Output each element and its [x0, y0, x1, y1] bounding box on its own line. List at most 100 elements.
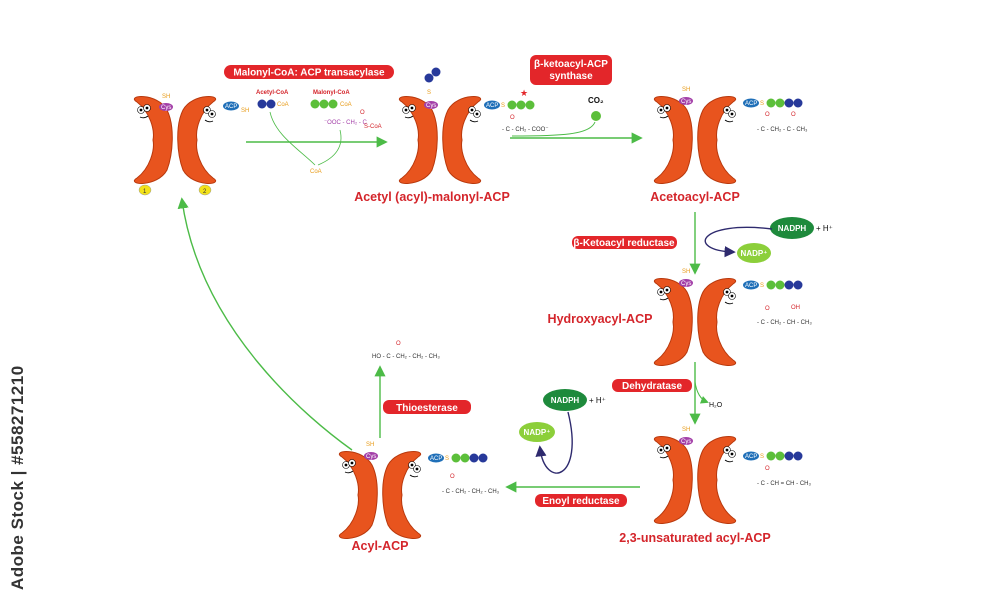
malonyl-coa-label: Malonyl-CoA [313, 90, 350, 96]
s-label: S [445, 456, 449, 462]
acetyl-bead [266, 99, 276, 109]
thioesterase-label: Thioesterase [396, 403, 458, 414]
unsaturated-complex: SH Cys ACP S O - C - CH = CH - CH₃ [653, 427, 811, 524]
unsaturated-acyl-acp-label: 2,3-unsaturated acyl-ACP [619, 531, 770, 545]
acetoacyl-acp-label: Acetoacyl-ACP [650, 190, 740, 204]
acp-badge [743, 451, 759, 461]
oxygen-label: O [396, 341, 401, 347]
acp-badge [428, 453, 444, 463]
free-enzyme-complex: SH Cys ACP SH 1 2 [133, 94, 249, 196]
unsaturated-formula: - C - CH = CH - CH₃ [757, 481, 811, 487]
acp-label: ACP [745, 283, 757, 289]
acyl-complex: SH Cys ACP S O - C - CH₂ - CH₂ - CH₃ [338, 442, 500, 539]
cys-label: Cys [681, 281, 691, 287]
thioesterase-badge [383, 400, 471, 414]
acp-badge [484, 100, 500, 110]
malonyl-bead [525, 100, 535, 110]
water-release-arrow [694, 381, 709, 404]
malonyl-bead [516, 100, 526, 110]
reductase-badge [572, 236, 677, 249]
coa-release-curve [317, 129, 342, 166]
acetyl-coa-label: Acetyl-CoA [256, 90, 289, 96]
site-2-marker [198, 184, 212, 196]
site-1-label: 1 [143, 189, 147, 195]
chain-bead-blue [784, 98, 794, 108]
acp-label: ACP [486, 103, 498, 109]
chain-bead-green [775, 280, 785, 290]
synthase-label-line2: synthase [549, 71, 593, 82]
chain-bead-green [451, 453, 461, 463]
site-2-label: 2 [203, 189, 207, 195]
oxygen-label: O [791, 112, 796, 118]
acetoacyl-complex: SH Cys ACP S O O - C - CH₂ - C - CH₃ [653, 87, 808, 184]
synthase-badge [530, 55, 612, 85]
chain-bead-green [766, 451, 776, 461]
synthase-step: β-ketoacyl-ACP synthase CO₂ [510, 55, 643, 144]
butyrate-formula: HO - C - CH₂ - CH₂ - CH₃ [372, 354, 440, 360]
transacylase-badge [224, 65, 394, 79]
acp-label: ACP [745, 454, 757, 460]
watermark: Adobe Stock | #558271210 [8, 365, 27, 590]
oxygen-label: O [765, 466, 770, 472]
nadp-label: NADP⁺ [524, 428, 551, 437]
sh-label: SH [366, 442, 374, 448]
sh-label: SH [682, 269, 690, 275]
h-plus-label: + H⁺ [589, 396, 606, 405]
reductase-label: β-Ketoacyl reductase [573, 238, 675, 249]
dehydratase-step: Dehydratase H₂O [612, 362, 723, 425]
acp-label: ACP [225, 104, 237, 110]
coa-release-curve [269, 111, 316, 166]
acetyl-bead [424, 73, 434, 83]
h-plus-label: + H⁺ [816, 224, 833, 233]
nadph-to-nadp-arrow [535, 411, 573, 474]
chain-bead-green [460, 453, 470, 463]
sh-label-acp: SH [241, 108, 249, 114]
dehydratase-badge [612, 379, 692, 392]
ketoacyl-reductase-step: NADPH + H⁺ NADP⁺ β-Ketoacyl reductase [572, 212, 833, 275]
cys-badge [679, 97, 693, 105]
transacylase-step: Malonyl-CoA: ACP transacylase Acetyl-CoA… [224, 65, 394, 175]
acp-badge [743, 280, 759, 290]
acetyl-malonyl-complex: S Cys ACP S ★ O - C - CH₂ - COO⁻ [398, 67, 549, 184]
cys-label: Cys [161, 105, 171, 111]
site-1-marker [138, 184, 152, 196]
oxygen-label: O [510, 115, 515, 121]
acp-badge [743, 98, 759, 108]
oxygen-label: O [450, 474, 455, 480]
coa-label: CoA [277, 102, 289, 108]
h2o-label: H₂O [709, 402, 723, 409]
chain-bead-blue [478, 453, 488, 463]
cys-badge [159, 103, 173, 111]
nadph-label: NADPH [778, 224, 807, 233]
acyl-formula: - C - CH₂ - CH₂ - CH₃ [442, 489, 500, 495]
chain-bead-blue [793, 98, 803, 108]
sh-label: SH [682, 87, 690, 93]
dehydratase-label: Dehydratase [622, 381, 682, 392]
nadph-badge [770, 217, 814, 239]
acetoacyl-formula: - C - CH₂ - C - CH₃ [757, 127, 808, 133]
nadp-badge [519, 422, 555, 442]
cys-badge [364, 452, 378, 460]
cycle-return-arrow [177, 197, 353, 451]
star-mark: ★ [520, 88, 528, 98]
chain-bead-blue [469, 453, 479, 463]
malonyl-formula: ⁻OOC - CH₂ - C [324, 120, 367, 126]
coa-release-label: CoA [310, 169, 322, 175]
cys-badge [679, 279, 693, 287]
co2-label: CO₂ [588, 96, 604, 105]
acp-label: ACP [745, 101, 757, 107]
hydroxyacyl-acp-label: Hydroxyacyl-ACP [548, 312, 653, 326]
synthase-label-line1: β-ketoacyl-ACP [534, 59, 608, 70]
acetyl-malonyl-formula: - C - CH₂ - COO⁻ [502, 127, 549, 133]
s-label: S [760, 283, 764, 289]
s-coa-label: S-CoA [364, 124, 382, 130]
cys-label: Cys [681, 99, 691, 105]
chain-bead-blue [784, 280, 794, 290]
nadph-badge [543, 389, 587, 411]
chain-bead-green [775, 98, 785, 108]
nadph-label: NADPH [551, 396, 580, 405]
s-label: S [760, 454, 764, 460]
acp-label: ACP [430, 456, 442, 462]
nadp-label: NADP⁺ [741, 249, 768, 258]
acetyl-malonyl-acp-label: Acetyl (acyl)-malonyl-ACP [354, 190, 510, 204]
